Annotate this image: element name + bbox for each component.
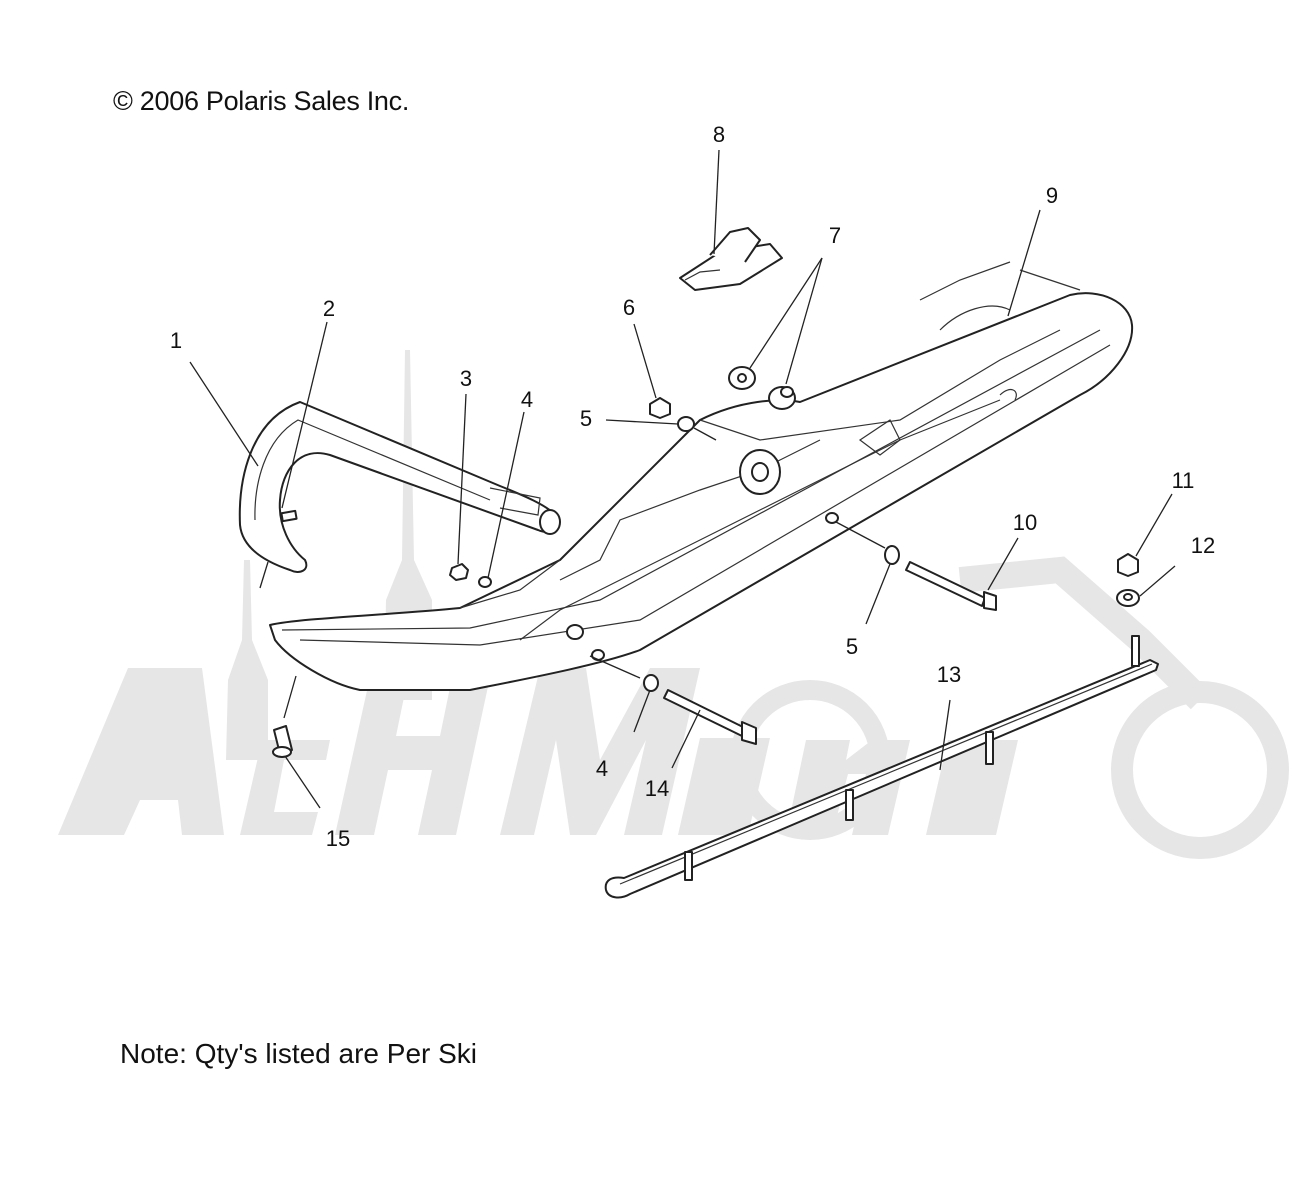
callout-4-lower: 4 bbox=[596, 756, 608, 781]
ski-loop-handle bbox=[238, 401, 561, 573]
quantity-note: Note: Qty's listed are Per Ski bbox=[120, 1038, 478, 1069]
callout-3: 3 bbox=[460, 366, 472, 391]
callout-14: 14 bbox=[645, 776, 669, 801]
callout-5-upper: 5 bbox=[580, 406, 592, 431]
ski-pad bbox=[679, 227, 783, 291]
copyright-text: © 2006 Polaris Sales Inc. bbox=[113, 86, 410, 116]
callout-10: 10 bbox=[1013, 510, 1037, 535]
hardware-parts bbox=[272, 366, 1140, 758]
leader-lines bbox=[189, 149, 1176, 809]
callout-labels: 1 2 3 4 4 5 5 6 7 8 9 10 11 12 13 14 15 bbox=[170, 122, 1215, 851]
callout-1: 1 bbox=[170, 328, 182, 353]
callout-13: 13 bbox=[937, 662, 961, 687]
callout-7: 7 bbox=[829, 223, 841, 248]
callout-12: 12 bbox=[1191, 533, 1215, 558]
callout-9: 9 bbox=[1046, 183, 1058, 208]
callout-4-upper: 4 bbox=[521, 387, 533, 412]
wear-bar-carbide bbox=[604, 635, 1159, 899]
callout-15: 15 bbox=[326, 826, 350, 851]
callout-11: 11 bbox=[1172, 468, 1195, 493]
callout-8: 8 bbox=[713, 122, 725, 147]
callout-6: 6 bbox=[623, 295, 635, 320]
callout-5-lower: 5 bbox=[846, 634, 858, 659]
callout-2: 2 bbox=[323, 296, 335, 321]
